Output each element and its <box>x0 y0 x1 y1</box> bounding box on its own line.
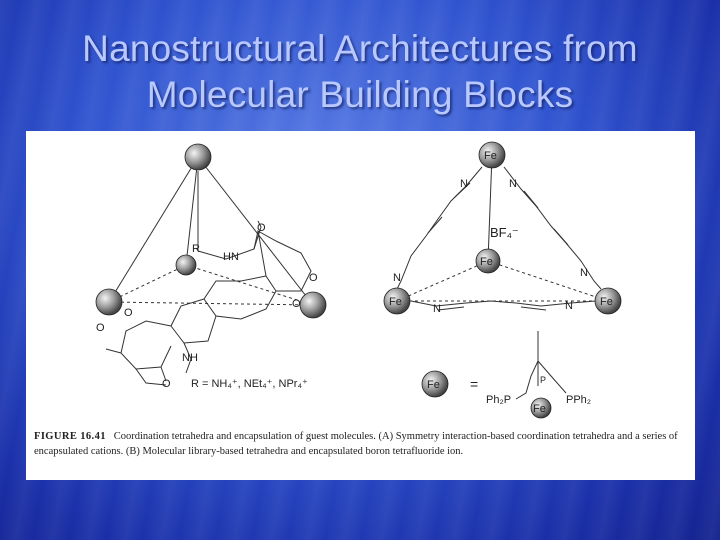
label-o-5: O <box>96 322 105 334</box>
label-r-definition: R = NH₄⁺, NEt₄⁺, NPr₄⁺ <box>191 378 308 390</box>
label-n-1: N <box>460 178 468 190</box>
slide-title: Nanostructural Architectures from Molecu… <box>0 26 720 118</box>
caption-label: FIGURE 16.41 <box>34 431 106 442</box>
fe-sphere-top <box>478 141 506 169</box>
figure-caption: FIGURE 16.41 Coordination tetrahedra and… <box>34 429 686 459</box>
figure-panel: R HN O O O O O O NH R = NH₄⁺, NEt₄⁺, NPr… <box>26 131 695 480</box>
fe-sphere-left <box>383 287 411 315</box>
metal-sphere-right <box>299 291 327 319</box>
fe-sphere-bottom <box>530 397 552 419</box>
label-equals: = <box>470 376 478 392</box>
label-o-6: O <box>162 378 171 390</box>
label-hn: HN <box>223 251 239 263</box>
caption-text: Coordination tetrahedra and encapsulatio… <box>34 431 678 457</box>
label-fe-left: Fe <box>389 296 402 308</box>
label-bf4: BF₄⁻ <box>490 225 519 240</box>
fe-sphere-center <box>475 248 501 274</box>
label-n-3: N <box>393 272 401 284</box>
figure-drawing: R HN O O O O O O NH R = NH₄⁺, NEt₄⁺, NPr… <box>95 141 622 419</box>
label-fe-right: Fe <box>600 296 613 308</box>
label-fe-top: Fe <box>484 150 497 162</box>
label-o-1: O <box>257 222 266 234</box>
label-fe-bottom: Fe <box>533 403 546 415</box>
title-line-1: Nanostructural Architectures from <box>82 28 638 69</box>
label-n-6: N <box>565 300 573 312</box>
label-fe-center: Fe <box>480 256 493 268</box>
fe-sphere-legend <box>421 370 449 398</box>
label-r: R <box>192 243 200 255</box>
label-pph2: PPh₂ <box>566 394 591 406</box>
label-nh: NH <box>182 352 198 364</box>
label-fe-legend: Fe <box>427 379 440 391</box>
panel-a-structure <box>105 156 314 386</box>
label-n-5: N <box>433 303 441 315</box>
label-o-3: O <box>292 298 301 310</box>
metal-sphere-top <box>184 143 212 171</box>
label-o-2: O <box>309 272 318 284</box>
label-o-4: O <box>124 307 133 319</box>
label-p-mid: P <box>540 375 546 385</box>
panel-b-structure <box>396 154 609 400</box>
title-line-2: Molecular Building Blocks <box>146 74 574 115</box>
metal-sphere-back <box>175 254 197 276</box>
label-n-4: N <box>580 267 588 279</box>
label-ph2p: Ph₂P <box>486 394 511 406</box>
fe-sphere-right <box>594 287 622 315</box>
label-n-2: N <box>509 178 517 190</box>
metal-sphere-left <box>95 288 123 316</box>
